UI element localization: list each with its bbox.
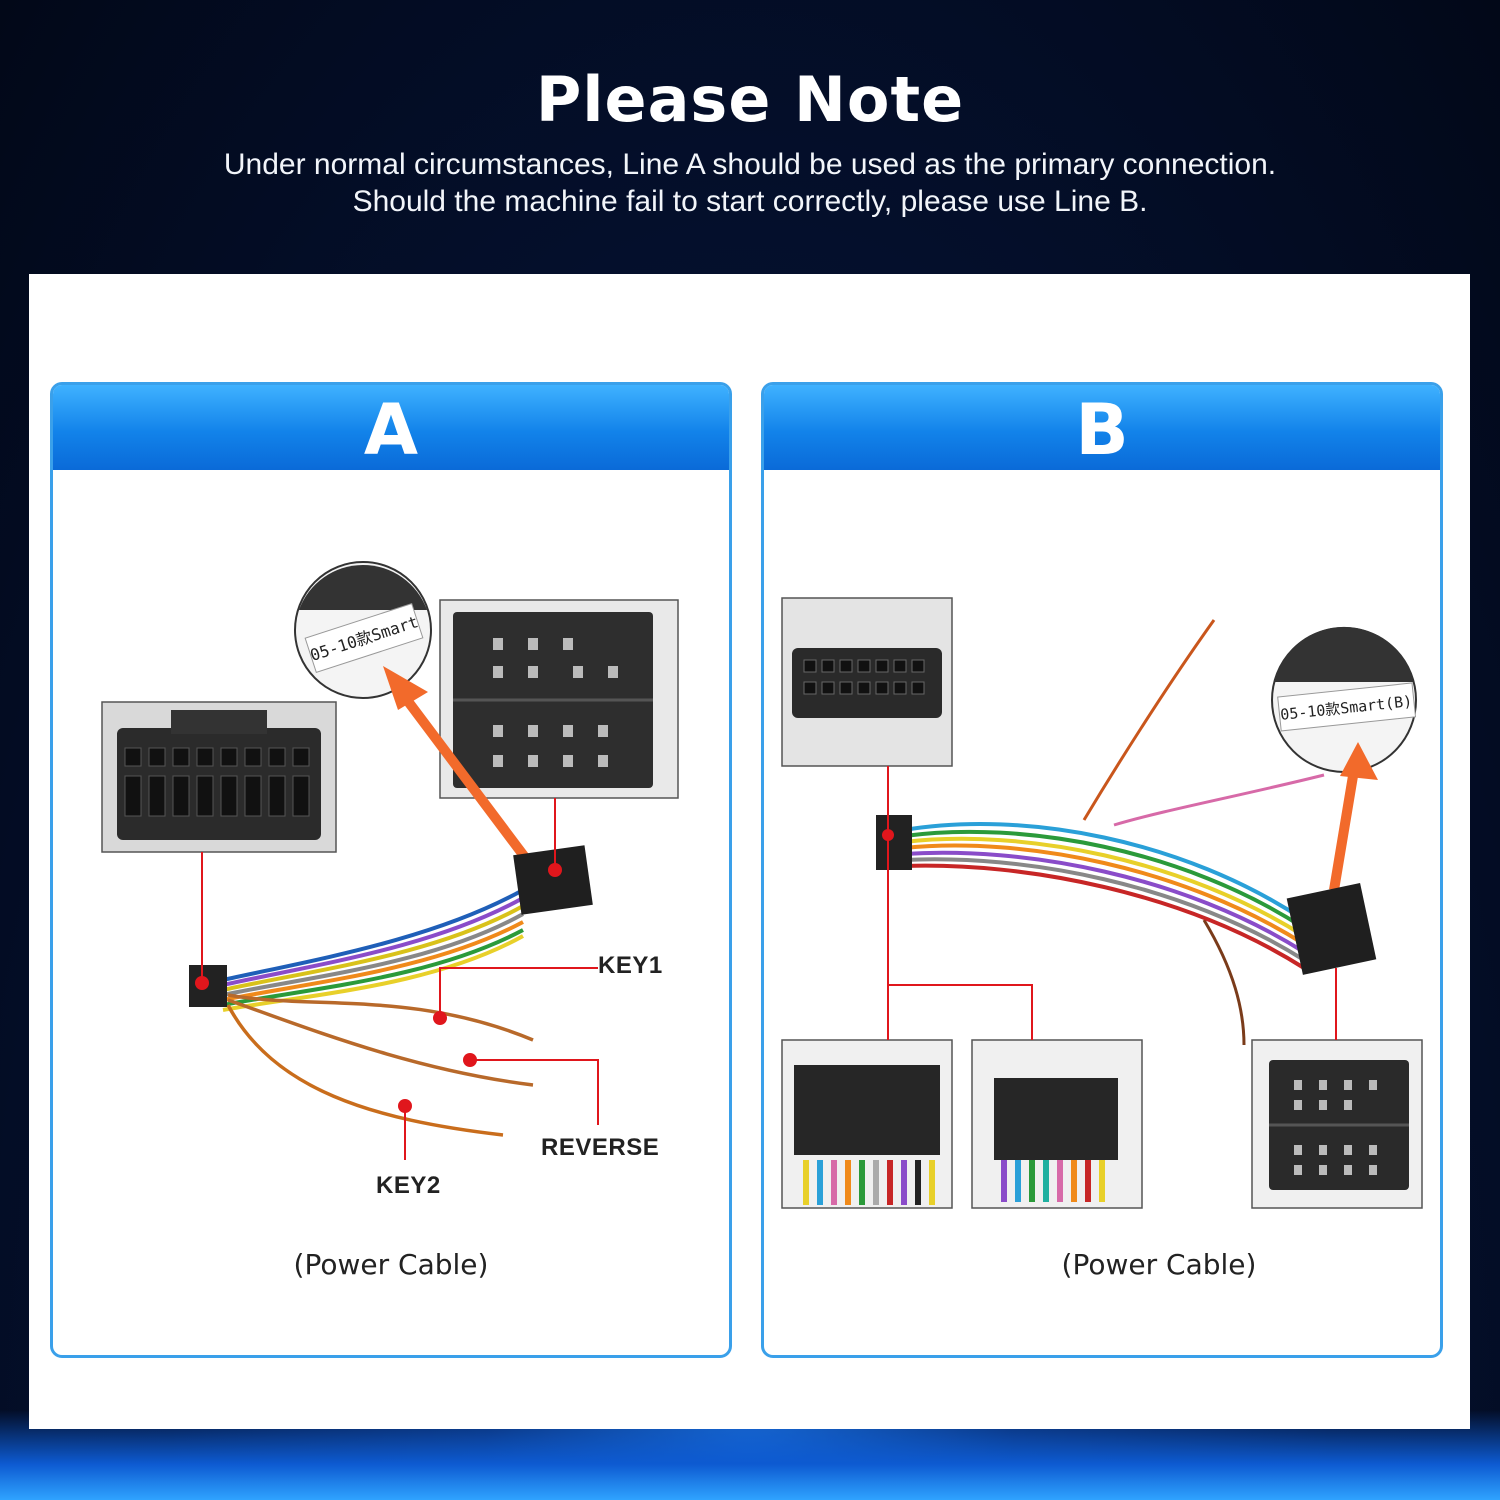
panel-b-header: B: [764, 385, 1440, 471]
iso-connector-photo: [439, 599, 679, 799]
tag-magnifier-circle: [294, 561, 432, 699]
sixteen-pin-connector-photo: [101, 701, 337, 853]
marker-lines-b: [887, 766, 1337, 1040]
wire-bundle-b: [903, 822, 1306, 970]
iso-connector-photo: [1251, 1039, 1423, 1209]
connector-photo-middle: [971, 1039, 1143, 1209]
sixteen-pin-plug: [513, 845, 593, 915]
panel-line-a: A: [50, 382, 732, 1358]
harness-a-illustration: 05-10款Smart: [101, 561, 679, 1160]
note-header: Please Note Under normal circumstances, …: [0, 60, 1500, 220]
content-sheet: A: [29, 274, 1470, 1429]
sixteen-pin-connector-photo: [781, 597, 953, 767]
key-wires: [226, 993, 534, 1137]
arrow-icon: [383, 666, 537, 871]
panel-a-body: 05-10款Smart: [53, 470, 729, 1355]
panel-b-caption: (Power Cable): [1061, 1248, 1257, 1281]
red-marker-dot: [882, 829, 894, 841]
note-line-1: Under normal circumstances, Line A shoul…: [223, 148, 1277, 181]
page-title: Please Note: [535, 63, 965, 136]
callout-key2: KEY2: [376, 1172, 441, 1199]
connector-photo-left: [781, 1039, 953, 1209]
tag-magnifier-circle: [1271, 626, 1417, 773]
panel-a-caption: (Power Cable): [293, 1248, 489, 1281]
small-connector: [876, 815, 912, 870]
loose-wires: [1082, 619, 1325, 1046]
marker-lines-a: [201, 798, 599, 1160]
harness-b-illustration: 05-10款Smart(B): [781, 597, 1423, 1209]
red-marker-dots: [195, 863, 562, 1113]
arrow-icon: [1329, 742, 1378, 891]
panel-b-body: 05-10款Smart(B): [764, 470, 1440, 1355]
callout-key1: KEY1: [598, 952, 663, 979]
smart-b-plug: [1286, 882, 1377, 975]
panel-line-b: B 05-10款Smart(B): [761, 382, 1443, 1358]
note-line-2: Should the machine fail to start correct…: [352, 185, 1148, 218]
panel-a-header: A: [53, 385, 729, 471]
callout-reverse: REVERSE: [541, 1134, 660, 1161]
wire-bundle-a: [222, 888, 524, 1012]
